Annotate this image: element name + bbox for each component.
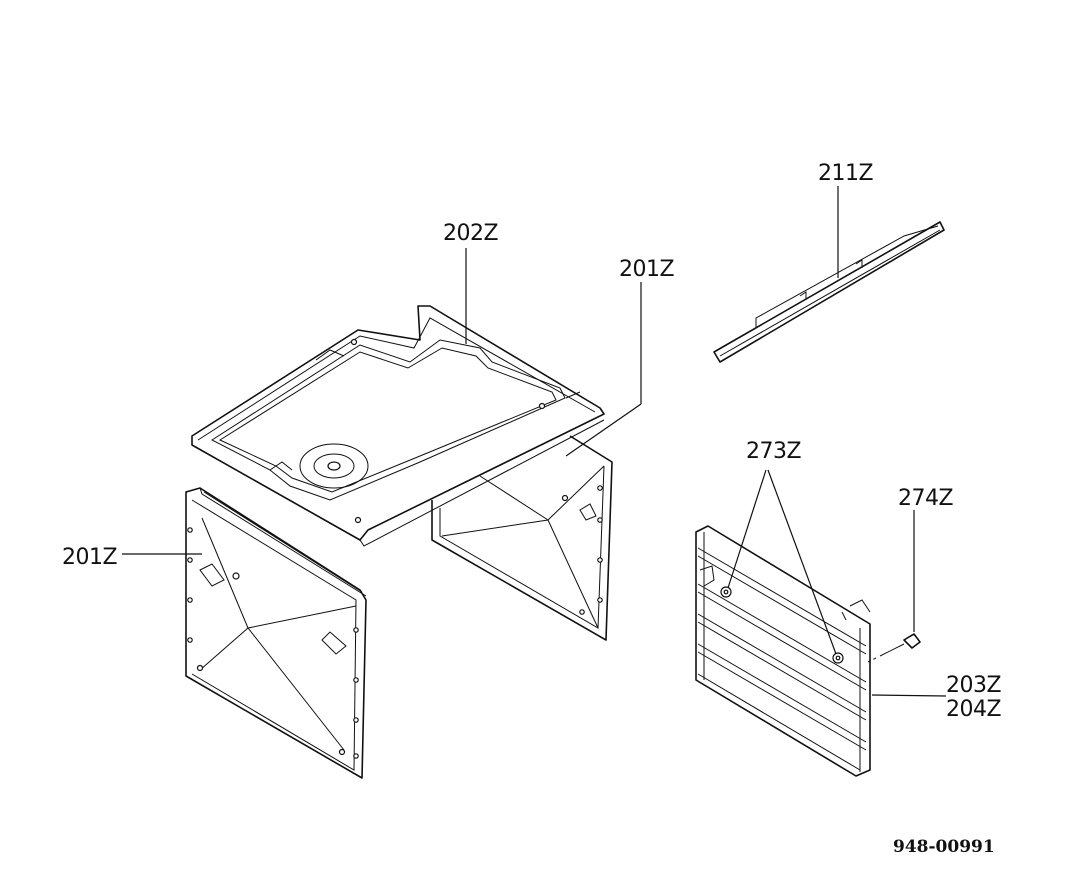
label-274z: 274Z xyxy=(898,486,953,511)
label-201z-left: 201Z xyxy=(62,545,117,570)
label-211z: 211Z xyxy=(818,161,873,186)
leader-lines xyxy=(122,186,947,697)
top-panel-202z xyxy=(191,305,605,547)
label-273z: 273Z xyxy=(746,439,801,464)
label-204z: 204Z xyxy=(946,697,1001,722)
rail-211z xyxy=(713,221,945,363)
screw-274z xyxy=(867,633,921,663)
label-201z-right: 201Z xyxy=(619,257,674,282)
side-panel-left-201z xyxy=(185,487,367,779)
drawing-number: 948-00991 xyxy=(893,837,995,857)
label-203z: 203Z xyxy=(946,673,1001,698)
side-panel-right-201z xyxy=(431,435,613,641)
oven-rack-203z-204z xyxy=(695,525,871,777)
label-202z: 202Z xyxy=(443,221,498,246)
